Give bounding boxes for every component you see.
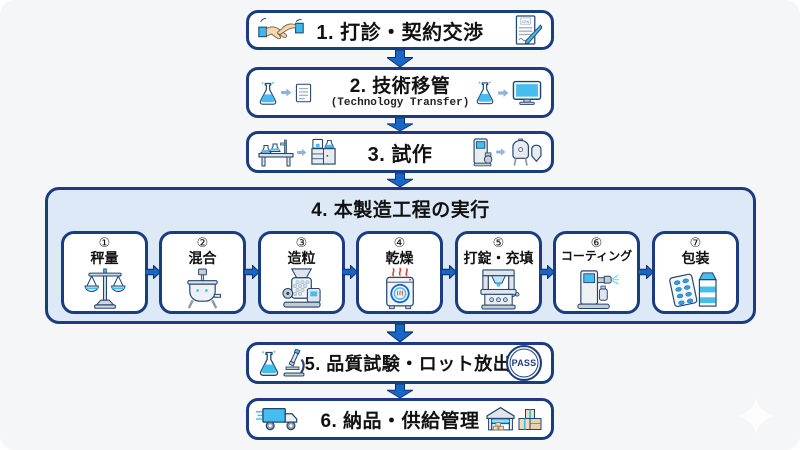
substep-number: ② [196, 235, 209, 250]
arrow-step5-step6 [387, 384, 413, 398]
substep-number: ⑥ [590, 235, 603, 250]
contract-doc-text: CBN [522, 20, 530, 24]
granulator-icon [279, 267, 324, 310]
pilot-machine-icon [472, 137, 493, 167]
boxes-icon [518, 408, 542, 430]
lab-cabinet-icon [310, 138, 337, 167]
step3-label: 3. 試作 [367, 143, 433, 166]
tablet-press-icon [476, 267, 521, 310]
substep-number: ⑦ [689, 235, 702, 250]
step1-box: 1. 打診・契約交渉 CBN [246, 10, 554, 50]
arrow-step3-step4 [387, 173, 413, 187]
step2-left-icons [258, 81, 312, 105]
monitor-icon [512, 80, 542, 105]
document-icon [295, 83, 312, 103]
substep-drying: ④ 乾燥 [356, 231, 443, 314]
step6-right-icons [486, 406, 542, 433]
balance-scale-icon [82, 267, 128, 311]
mini-arrow-icon [496, 148, 506, 156]
substep-label: 混合 [188, 250, 217, 267]
lab-bench-icon [258, 138, 294, 166]
step5-box: 5. 品質試験・ロット放出 PASS [246, 342, 554, 384]
substep-granulation: ③ 造粒 [258, 231, 345, 314]
step1-label: 1. 打診・契約交渉 [316, 21, 484, 44]
flask-icon [258, 81, 278, 105]
substep-label: コーティング [560, 249, 633, 264]
step5-left-icons [258, 349, 308, 377]
step3-box: 3. 試作 [246, 131, 554, 173]
step5-label: 5. 品質試験・ロット放出 [304, 354, 512, 374]
step2-label: 2. 技術移管 [349, 75, 451, 97]
step3-right-icons [472, 137, 542, 167]
step2-right-icons [475, 80, 542, 105]
step3-left-icons [258, 138, 337, 167]
mini-arrow-icon [281, 88, 292, 97]
substep-number: ④ [393, 235, 406, 250]
substep-number: ③ [295, 235, 308, 250]
warehouse-icon [486, 406, 515, 433]
step4-panel: 4. 本製造工程の実行 ① 秤量 ② 混合 ③ 造粒 ④ 乾燥 ⑤ 打錠・充填 [45, 187, 756, 324]
dryer-icon [379, 267, 421, 311]
contract-icon: CBN [515, 15, 542, 46]
step6-label: 6. 納品・供給管理 [320, 410, 480, 432]
substep-tableting-filling: ⑤ 打錠・充填 [455, 231, 542, 314]
sparkle-decoration [738, 398, 774, 434]
step4-title: 4. 本製造工程の実行 [311, 200, 490, 221]
substep-packaging: ⑦ 包装 [652, 231, 739, 314]
substep-number: ① [98, 235, 111, 250]
tanks-icon [509, 138, 542, 167]
coating-machine-icon [574, 265, 619, 310]
substep-label: 乾燥 [385, 250, 414, 267]
mini-arrow-icon [498, 88, 509, 97]
flask-icon [475, 81, 495, 105]
substep-weighing: ① 秤量 [61, 231, 148, 314]
substep-label: 包装 [681, 250, 710, 267]
pass-stamp-icon: PASS [506, 345, 542, 381]
substep-label: 造粒 [287, 250, 316, 267]
truck-icon [255, 406, 302, 433]
blister-carton-icon [669, 267, 722, 310]
substep-coating: ⑥ コーティング [553, 231, 640, 314]
pass-stamp-text: PASS [511, 358, 537, 368]
substep-label: 打錠・充填 [463, 250, 534, 267]
substep-number: ⑤ [492, 235, 505, 250]
step2-box: 2. 技術移管 (Technology Transfer) [246, 67, 554, 118]
microscope-icon [282, 349, 308, 377]
arrow-step1-step2 [387, 50, 413, 67]
mixer-icon [180, 267, 225, 310]
step2-sublabel: (Technology Transfer) [330, 96, 470, 109]
step6-box: 6. 納品・供給管理 [246, 398, 554, 440]
substep-label: 秤量 [90, 250, 119, 267]
arrow-step4-step5 [387, 324, 413, 342]
arrow-step2-step3 [387, 118, 413, 131]
handshake-icon [258, 17, 304, 44]
mini-arrow-icon [297, 148, 307, 156]
substep-mixing: ② 混合 [159, 231, 246, 314]
flask-icon [258, 350, 280, 376]
